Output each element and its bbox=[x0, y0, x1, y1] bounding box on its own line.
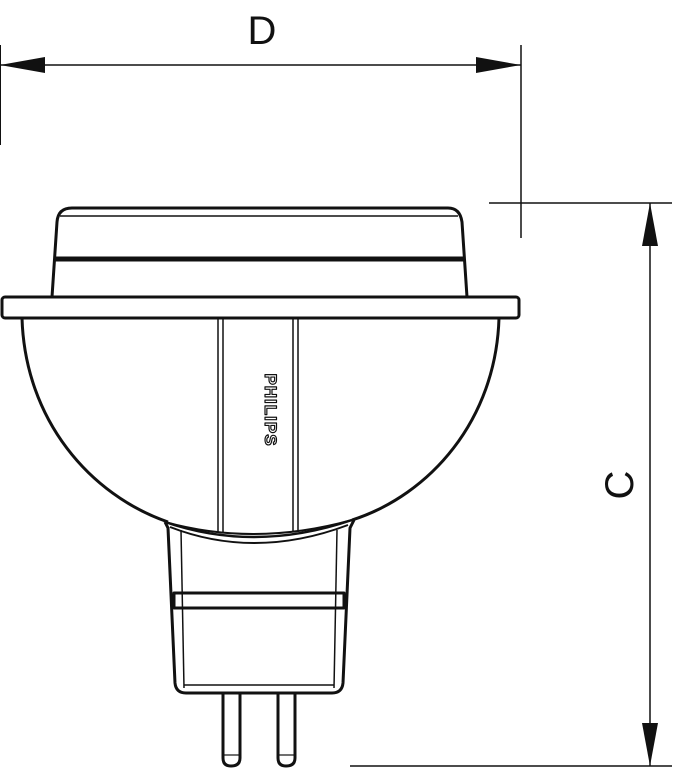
base-body bbox=[163, 519, 356, 695]
reflector-left bbox=[20, 317, 169, 524]
reflector-right bbox=[351, 317, 501, 522]
reflector-stripe bbox=[217, 318, 299, 532]
dimension-c: C bbox=[350, 202, 672, 767]
pin-left bbox=[221, 693, 242, 768]
base-band bbox=[172, 591, 346, 610]
pin-right bbox=[276, 693, 297, 768]
dimension-label-d: D bbox=[248, 9, 277, 53]
lamp-outline: PHILIPS bbox=[0, 206, 521, 768]
arrowhead-right-icon bbox=[476, 57, 521, 73]
arrowhead-down-icon bbox=[642, 723, 658, 766]
brand-logo: PHILIPS bbox=[261, 373, 280, 446]
arrowhead-up-icon bbox=[642, 203, 658, 246]
lens-cap bbox=[50, 206, 469, 298]
arrowhead-left-icon bbox=[0, 57, 45, 73]
dimension-d: D bbox=[0, 9, 522, 238]
flange bbox=[0, 295, 521, 320]
dimension-label-c: C bbox=[598, 471, 642, 500]
